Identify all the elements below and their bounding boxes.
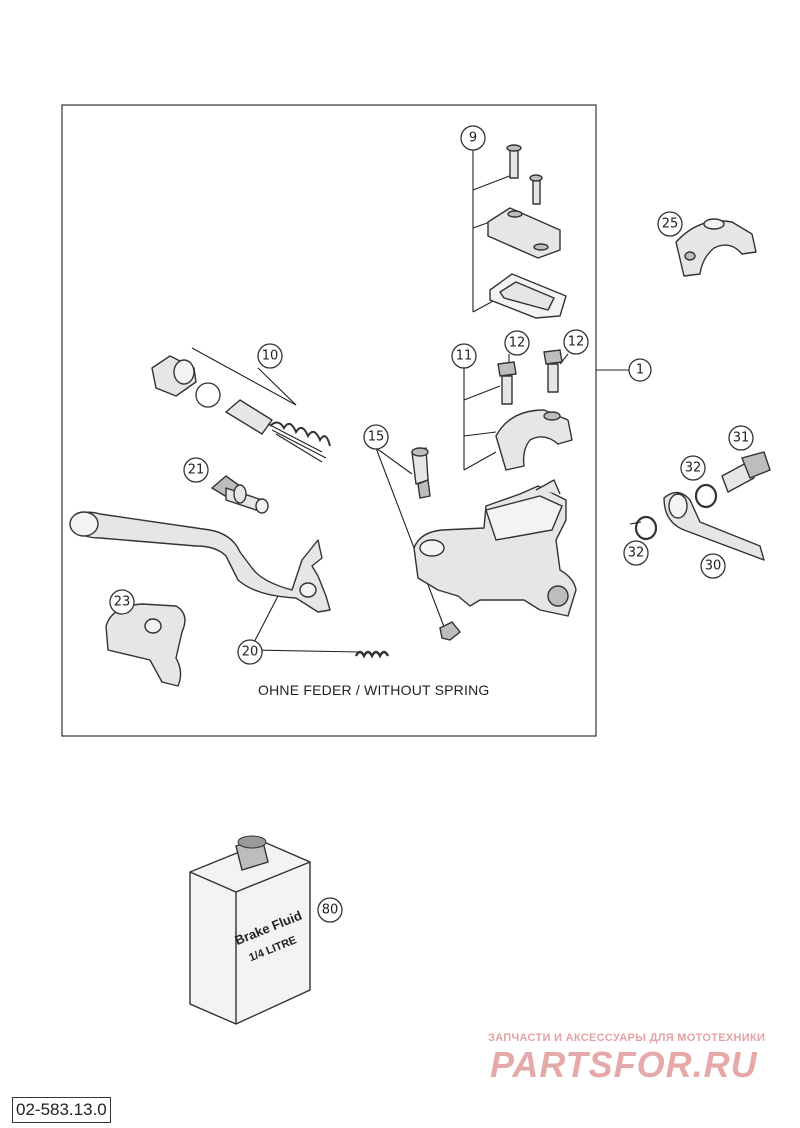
callout-15: 15 xyxy=(363,424,389,450)
part-15-pivot-bolt xyxy=(375,447,461,641)
svg-text:9: 9 xyxy=(469,131,477,146)
svg-text:12: 12 xyxy=(509,336,526,351)
part-20-brake-lever xyxy=(69,511,390,659)
callout-30: 30 xyxy=(700,553,726,579)
callout-32-lower: 32 xyxy=(623,540,649,566)
svg-text:10: 10 xyxy=(262,349,279,364)
svg-text:23: 23 xyxy=(114,595,131,610)
svg-text:31: 31 xyxy=(733,431,750,446)
watermark-logo: PARTSFOR.RU xyxy=(490,1044,758,1085)
clamp-bolt-2 xyxy=(543,349,563,393)
part-21-adjuster-screw xyxy=(210,475,269,514)
svg-text:32: 32 xyxy=(685,461,702,476)
callout-10: 10 xyxy=(257,343,283,369)
part-1-master-cylinder xyxy=(413,369,634,617)
part-9-reservoir-cap-kit xyxy=(472,144,567,319)
callout-20: 20 xyxy=(237,639,263,665)
part-32-washer-lower xyxy=(634,515,658,541)
callout-31: 31 xyxy=(728,425,754,451)
callout-1: 1 xyxy=(628,358,652,382)
part-32-washer-upper xyxy=(694,483,718,509)
return-spring xyxy=(267,423,327,463)
piston xyxy=(225,399,273,435)
callout-21: 21 xyxy=(183,457,209,483)
watermark-tagline: ЗАПЧАСТИ И АКСЕССУАРЫ ДЛЯ МОТОТЕХНИКИ xyxy=(488,1032,766,1044)
svg-text:32: 32 xyxy=(628,546,645,561)
svg-text:25: 25 xyxy=(662,217,679,232)
reservoir-cap xyxy=(487,207,561,259)
pivot-nut xyxy=(439,621,461,641)
svg-text:11: 11 xyxy=(456,349,473,364)
callout-32-upper: 32 xyxy=(680,455,706,481)
callout-12-left: 12 xyxy=(504,330,530,356)
assembly-frame xyxy=(61,104,597,737)
cap-screw-2 xyxy=(529,174,543,205)
part-11-clamp-and-bolts xyxy=(463,349,573,471)
callout-23: 23 xyxy=(109,589,135,615)
svg-text:1: 1 xyxy=(636,363,644,378)
cap-screw-1 xyxy=(506,144,522,179)
svg-text:30: 30 xyxy=(705,559,722,574)
part-30-brake-hose xyxy=(663,491,765,561)
callout-11: 11 xyxy=(451,343,477,369)
lever-spring xyxy=(354,650,390,659)
svg-text:80: 80 xyxy=(322,903,339,918)
part-31-banjo-bolt xyxy=(721,451,771,493)
part-80-brake-fluid-can: Brake Fluid 1/4 LITRE xyxy=(189,835,311,1025)
svg-text:20: 20 xyxy=(242,645,259,660)
svg-text:12: 12 xyxy=(568,335,585,350)
lever-body xyxy=(71,511,331,613)
callout-9: 9 xyxy=(460,125,486,151)
part-23-lever-protector xyxy=(105,603,186,687)
svg-text:21: 21 xyxy=(188,463,205,478)
callout-80: 80 xyxy=(317,897,343,923)
callout-25: 25 xyxy=(657,211,683,237)
circlip xyxy=(195,382,221,408)
part-10-piston-kit xyxy=(151,347,331,463)
page-code: 02-583.13.0 xyxy=(12,1097,111,1123)
svg-text:15: 15 xyxy=(368,430,385,445)
clamp-bolt-1 xyxy=(497,361,517,405)
part-25-handlebar-clamp xyxy=(675,218,757,277)
callout-12-right: 12 xyxy=(563,329,589,355)
diagram-caption: OHNE FEDER / WITHOUT SPRING xyxy=(258,682,490,698)
